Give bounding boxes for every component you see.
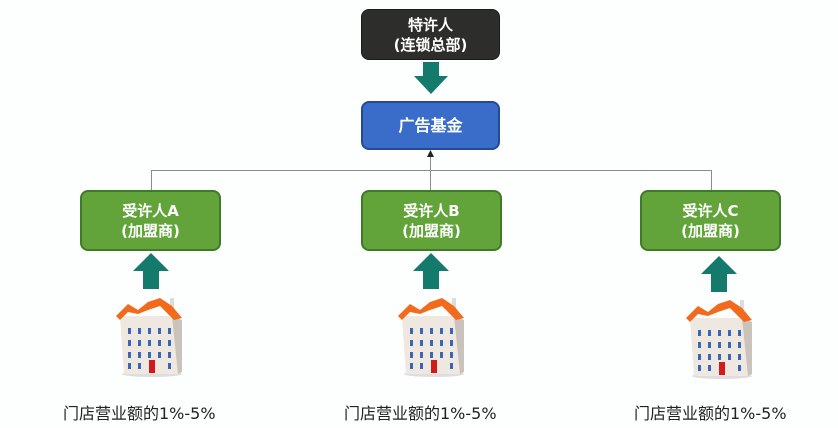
store-b-caption: 门店营业额的1%-5%	[344, 404, 497, 423]
connector-horizontal	[151, 170, 712, 171]
franchisee-a-box: 受许人A (加盟商)	[80, 190, 221, 251]
franchisor-box: 特许人 (连锁总部)	[361, 9, 500, 60]
franchisee-c-title: 受许人C	[682, 201, 739, 220]
store-building-icon	[686, 300, 752, 379]
franchisee-a-title: 受许人A	[122, 201, 179, 220]
store-building-icon	[116, 298, 182, 377]
franchisee-b-subtitle: (加盟商)	[402, 221, 461, 240]
connector-arrowhead-icon	[427, 150, 434, 157]
ad-fund-label: 广告基金	[398, 115, 463, 135]
arrow-down-icon	[414, 62, 448, 94]
store-building-icon	[398, 298, 464, 377]
arrow-up-icon	[701, 256, 737, 292]
franchisee-b-box: 受许人B (加盟商)	[361, 190, 502, 251]
franchisor-title: 特许人	[407, 15, 453, 34]
store-a-caption: 门店营业额的1%-5%	[63, 404, 216, 423]
franchisor-subtitle: (连锁总部)	[393, 35, 468, 54]
franchisee-c-box: 受许人C (加盟商)	[640, 190, 781, 251]
arrow-up-icon	[133, 253, 169, 289]
franchisee-c-subtitle: (加盟商)	[681, 221, 740, 240]
store-c-caption: 门店营业额的1%-5%	[634, 404, 787, 423]
connector-b	[430, 152, 431, 190]
ad-fund-box: 广告基金	[361, 101, 500, 150]
connector-a	[151, 170, 152, 190]
franchisee-a-subtitle: (加盟商)	[121, 221, 180, 240]
franchisee-b-title: 受许人B	[403, 201, 460, 220]
connector-c	[711, 170, 712, 190]
arrow-up-icon	[413, 253, 449, 289]
